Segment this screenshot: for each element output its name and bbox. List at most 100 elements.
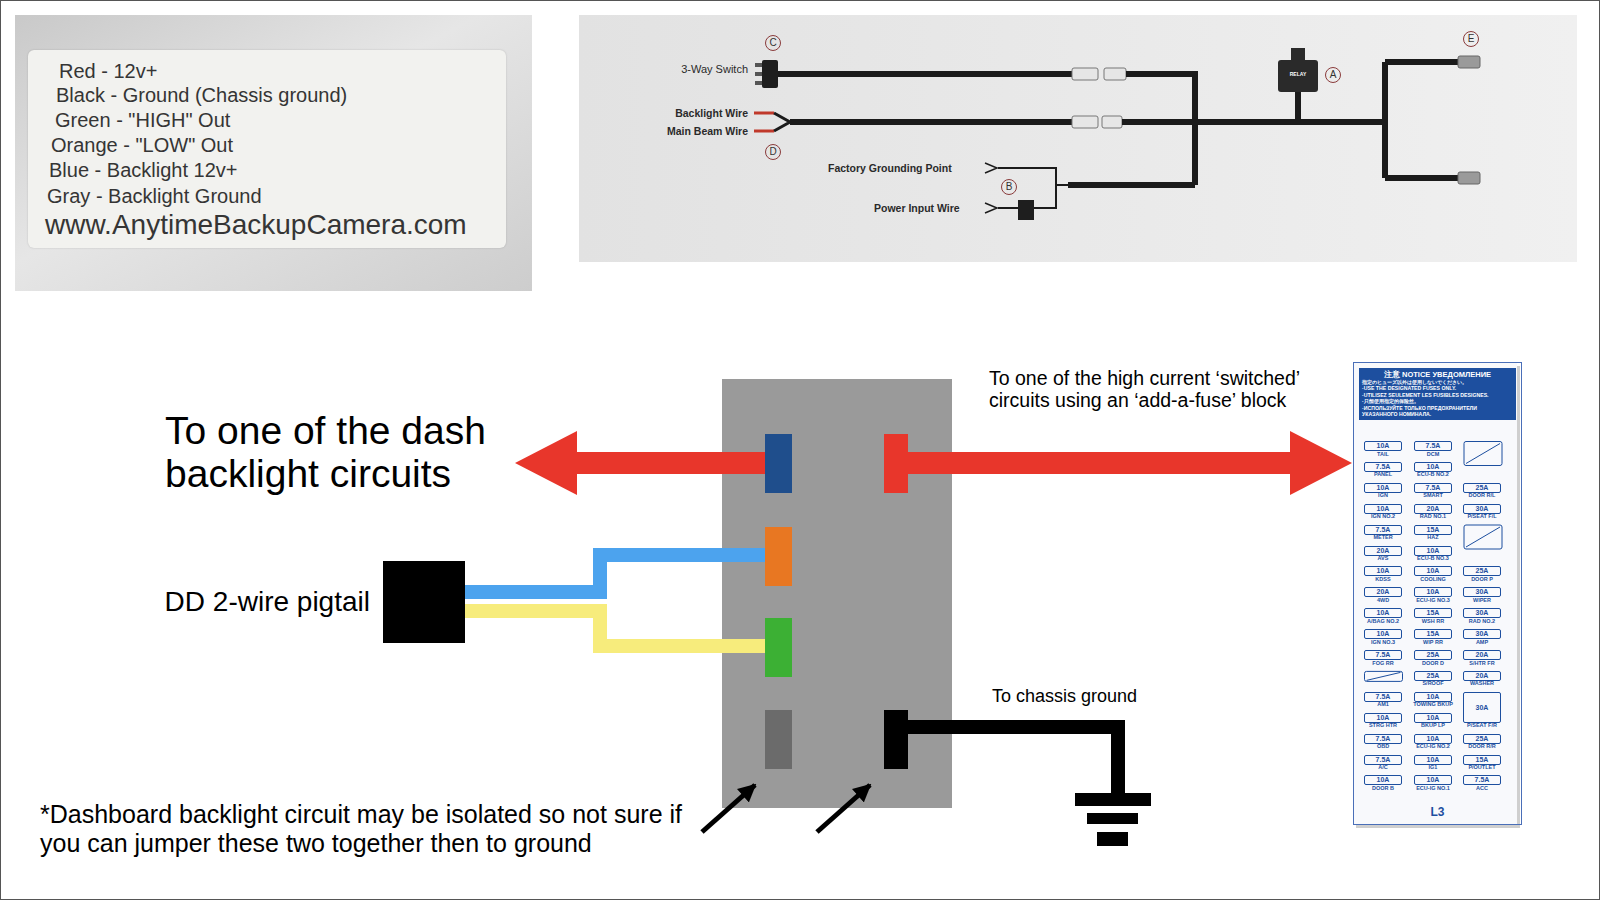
fuse-name: 4WD: [1358, 597, 1408, 603]
fuse-name: IGN: [1358, 492, 1408, 498]
fuse-name: A/C: [1358, 764, 1408, 770]
harness-cable: [1068, 182, 1195, 188]
fuse-rating: 7.5A: [1365, 526, 1401, 534]
fuse-rating: 10A: [1415, 693, 1451, 701]
fuse-name: WASHER: [1457, 680, 1507, 686]
fuse-rating: 25A: [1415, 672, 1451, 680]
fuse-name: ECU-B NO.3: [1408, 555, 1458, 561]
backlight-wire-end: [754, 112, 774, 115]
fuse-name: RAD NO.1: [1408, 513, 1458, 519]
fuse-slot: 15AP/OUTLET: [1463, 755, 1501, 765]
fuse-name: DOOR R/R: [1457, 743, 1507, 749]
switch-pin: [755, 72, 762, 76]
wire-color-line: Gray - Backlight Ground: [47, 184, 262, 208]
blue-wire: [465, 555, 765, 592]
fuse-rating: 7.5A: [1415, 484, 1451, 492]
fuse-rating: 20A: [1365, 547, 1401, 555]
fuse-name: OBD: [1358, 743, 1408, 749]
fuse-slot: 25ADOOR R/L: [1463, 483, 1501, 493]
blue-pin: [765, 434, 792, 493]
harness-cable: [778, 71, 1072, 77]
fuse-rating: 10A: [1365, 442, 1401, 450]
fuse-name: P/SEAT F/R: [1457, 722, 1507, 728]
fuse-slot: 10AIGN NO.3: [1364, 629, 1402, 639]
red-pin: [884, 434, 908, 493]
blank-fuse-slot: [1464, 525, 1502, 549]
fuse-slot: 10AA/BAG NO.2: [1364, 608, 1402, 618]
fuse-rating: 7.5A: [1365, 463, 1401, 471]
fuse-rating: 15A: [1415, 630, 1451, 638]
bag-photo: [15, 15, 532, 291]
harness-sheet: [579, 15, 1577, 262]
fuse-name: DOOR P: [1457, 576, 1507, 582]
fuse-rating: 15A: [1415, 609, 1451, 617]
black-pin: [884, 710, 908, 769]
fuse-slot: 10ABKUP LP: [1414, 713, 1452, 723]
fuse-slot: 7.5APANEL: [1364, 462, 1402, 472]
fuse-rating: 25A: [1464, 567, 1500, 575]
part-name: 3-Way Switch: [681, 63, 748, 76]
fuse-rating: 20A: [1464, 672, 1500, 680]
fuse-rating: 10A: [1365, 484, 1401, 492]
fuse-name: BKUP LP: [1408, 722, 1458, 728]
harness-cable: [1385, 175, 1458, 181]
yellow-wire: [465, 611, 765, 646]
fuse-slot: 25ADOOR R/R: [1463, 734, 1501, 744]
gray-pin: [765, 710, 792, 769]
orange-pin: [765, 527, 792, 586]
harness-cable: [790, 119, 1072, 125]
callout-letter: A: [1325, 67, 1341, 83]
fuse-name: DCM: [1408, 451, 1458, 457]
fuse-slot: 20A4WD: [1364, 587, 1402, 597]
callout-letter: E: [1463, 31, 1479, 47]
wire-name: Power Input Wire: [874, 202, 960, 215]
wire-color-line: Red - 12v+: [59, 59, 157, 83]
callout-letter: D: [765, 144, 781, 160]
harness-cable: [1385, 59, 1458, 65]
fuse-name: STRG HTR: [1358, 722, 1408, 728]
fuse-slot: 10AKDSS: [1364, 566, 1402, 576]
fuse-rating: 7.5A: [1365, 756, 1401, 764]
blank-fuse-slot: [1365, 671, 1403, 681]
wire-color-line: Black - Ground (Chassis ground): [56, 83, 347, 107]
fuse-rating: 30A: [1464, 609, 1500, 617]
fuse-slot: 25ADOOR P: [1463, 566, 1501, 576]
fuse-rating: 10A: [1415, 567, 1451, 575]
notice-line: ·ИСПОЛЬЗУЙТЕ ТОЛЬКО ПРЕДОХРАНИТЕЛИ УКАЗА…: [1362, 405, 1513, 418]
fuse-rating: 7.5A: [1415, 442, 1451, 450]
fuse-rating: 10A: [1415, 463, 1451, 471]
fuse-name: P/OUTLET: [1457, 764, 1507, 770]
fuse-slot: 20ARAD NO.1: [1414, 504, 1452, 514]
fuse-name: AMP: [1457, 639, 1507, 645]
fuse-name: RAD NO.2: [1457, 618, 1507, 624]
fuse-slot: 10AECU-B NO.3: [1414, 546, 1452, 556]
fuse-rating: 30A: [1464, 505, 1500, 513]
red-arrow-head: [515, 431, 577, 495]
callout-text: To one of the dash backlight circuits: [165, 410, 510, 496]
fuse-slot: 15AWIP RR: [1414, 629, 1452, 639]
fuse-rating: 15A: [1464, 756, 1500, 764]
fuse-slot: 30AP/SEAT F/L: [1463, 504, 1501, 514]
notice-band: 注意 NOTICE УВЕДОМЛЕНИЕ指定のヒューズ以外は使用しないでくださ…: [1359, 368, 1516, 420]
callout-text: To one of the high current ‘switched’ ci…: [989, 367, 1329, 411]
fuse-slot: 30AP/SEAT F/R: [1463, 692, 1501, 723]
fuse-name: TAIL: [1358, 451, 1408, 457]
lamp-plug: [1458, 56, 1480, 68]
fuse-holder: [1018, 200, 1034, 220]
fuse-slot: 30AWIPER: [1463, 587, 1501, 597]
panel-code: L3: [1354, 805, 1521, 819]
fuse-name: AVS: [1358, 555, 1408, 561]
fuse-slot: 10AECU-B NO.2: [1414, 462, 1452, 472]
wire-color-line: Green - "HIGH" Out: [55, 108, 230, 132]
fuse-rating: 10A: [1415, 735, 1451, 743]
harness-plug: [1104, 68, 1126, 80]
fuse-rating: 30A: [1464, 693, 1500, 722]
ground-symbol: [1097, 832, 1128, 846]
pigtail-connector: DD 2-wire pigtail: [383, 561, 465, 643]
harness-drawing: [754, 48, 1480, 220]
relay-lead: [1295, 92, 1301, 122]
fuse-name: S/HTR FR: [1457, 660, 1507, 666]
fuse-slot: 25AS/ROOF: [1414, 671, 1452, 681]
fuse-slot: 10AIGN: [1364, 483, 1402, 493]
fuse-slot: 20AS/HTR FR: [1463, 650, 1501, 660]
